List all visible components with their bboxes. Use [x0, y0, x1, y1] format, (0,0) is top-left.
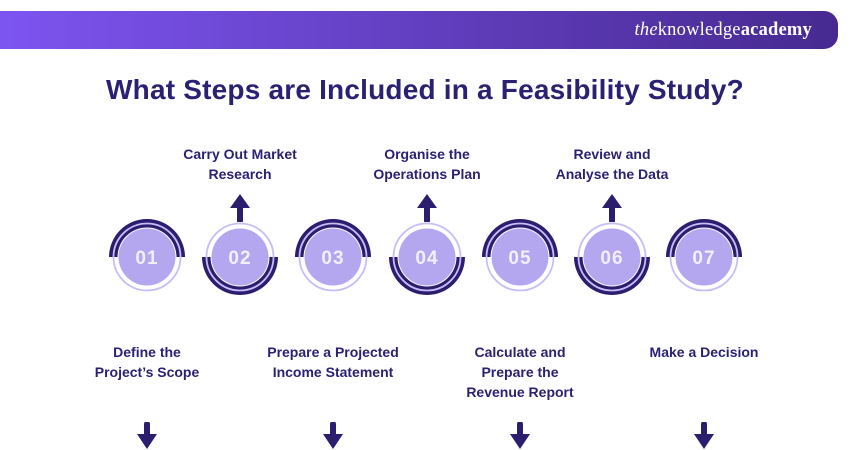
arrow-up-icon: [417, 194, 437, 223]
step-label: Prepare a Projected Income Statement: [267, 344, 399, 380]
step-number: 07: [692, 248, 715, 269]
arrow-down-icon: [510, 422, 530, 449]
step-label: Define the Project’s Scope: [94, 344, 200, 380]
step-03: 03 Prepare a Projected Income Statement: [267, 130, 399, 449]
step-circle: 02: [202, 222, 278, 295]
step-circle: 04: [389, 222, 465, 295]
step-label: Calculate and Prepare the Revenue Report: [466, 344, 574, 400]
step-circle: 06: [574, 222, 650, 295]
step-circle: 03: [295, 219, 371, 292]
arrow-down-icon: [694, 422, 714, 449]
logo-the: the: [634, 19, 658, 40]
step-01: 01 Define the Project’s Scope: [92, 130, 202, 449]
step-02: Carry Out Market Research 02: [183, 130, 297, 425]
step-label: Carry Out Market Research: [183, 146, 297, 182]
step-number: 06: [600, 248, 623, 269]
step-label: Organise the Operations Plan: [373, 146, 481, 182]
step-number: 01: [135, 248, 158, 269]
step-06: Review and Analyse the Data 06: [556, 130, 668, 425]
arrow-down-icon: [137, 422, 157, 449]
step-label: Make a Decision: [649, 344, 759, 360]
step-04: Organise the Operations Plan 04: [372, 130, 482, 425]
arrow-down-icon: [323, 422, 343, 449]
logo-academy: academy: [740, 19, 812, 40]
arrow-up-icon: [602, 194, 622, 223]
step-number: 02: [228, 248, 251, 269]
step-label: Review and Analyse the Data: [555, 146, 669, 182]
step-circle: 01: [109, 219, 185, 292]
step-05: 05 Calculate and Prepare the Revenue Rep…: [465, 130, 575, 449]
step-circle: 07: [666, 219, 742, 292]
step-07: 07 Make a Decision: [649, 130, 759, 449]
logo-knowledge: knowledge: [657, 19, 741, 40]
page-title: What Steps are Included in a Feasibility…: [106, 74, 744, 105]
step-number: 05: [508, 248, 531, 269]
step-number: 04: [415, 248, 438, 269]
step-circle: 05: [482, 219, 558, 292]
arrow-up-icon: [230, 194, 250, 223]
brand-logo: theknowledgeacademy: [635, 20, 812, 41]
step-number: 03: [321, 248, 344, 269]
header-bar: theknowledgeacademy: [0, 11, 838, 49]
